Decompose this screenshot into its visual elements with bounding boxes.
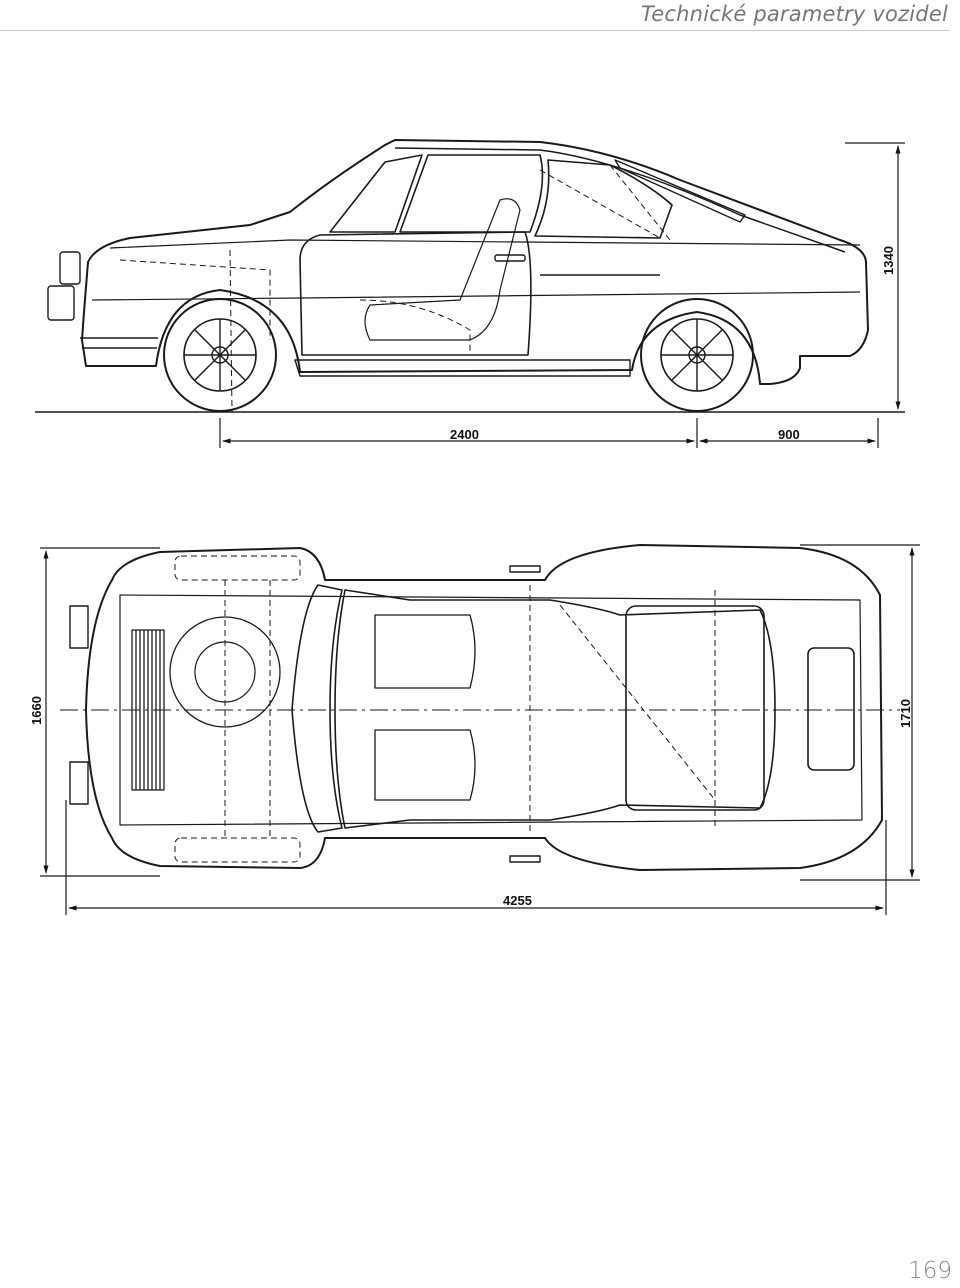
- side-aux-lamp-top: [59, 251, 81, 285]
- side-rear-window: [534, 159, 673, 239]
- top-front-track-dimension: [40, 547, 160, 877]
- length-label: 4255: [503, 893, 532, 908]
- page-header-title: Technické parametry vozidel: [640, 2, 948, 26]
- height-label: 1340: [881, 246, 896, 275]
- side-rear-wheel: [640, 298, 754, 412]
- top-seat-left: [374, 614, 476, 689]
- top-rear-vent: [807, 647, 855, 771]
- top-windscreen: [291, 584, 343, 833]
- top-mirror-left: [509, 565, 541, 573]
- side-door-window: [399, 154, 544, 233]
- side-front-window: [329, 154, 423, 233]
- side-height-dimension: [845, 142, 905, 410]
- header-divider: [0, 30, 950, 31]
- side-quarter-window: [614, 159, 746, 223]
- side-door: [299, 231, 532, 356]
- top-view: [40, 544, 920, 915]
- side-length-dimension: [219, 418, 879, 448]
- top-spare-wheel: [169, 616, 281, 728]
- rear-track-label: 1710: [898, 699, 913, 728]
- side-aux-lamp-bottom: [47, 285, 75, 321]
- side-body-outline: [81, 139, 869, 385]
- top-mirror-right: [509, 855, 541, 863]
- top-body-outline: [85, 544, 883, 871]
- front-track-label: 1660: [29, 696, 44, 725]
- wheelbase-label: 2400: [450, 427, 479, 442]
- top-length-dimension: [65, 800, 887, 915]
- rear-overhang-label: 900: [778, 427, 800, 442]
- top-rear-track-dimension: [800, 544, 920, 881]
- side-view: [35, 139, 905, 448]
- top-roof: [334, 589, 776, 829]
- top-seat-right: [374, 729, 476, 801]
- top-aux-lamp-left: [69, 605, 89, 649]
- page-number: 169: [908, 1258, 952, 1284]
- side-front-bumper: [80, 337, 158, 349]
- top-rear-window: [625, 605, 765, 811]
- side-door-handle: [494, 254, 526, 262]
- top-aux-lamp-right: [69, 761, 89, 805]
- side-sill: [294, 359, 631, 377]
- side-front-wheel: [163, 298, 277, 412]
- side-seat: [364, 198, 521, 341]
